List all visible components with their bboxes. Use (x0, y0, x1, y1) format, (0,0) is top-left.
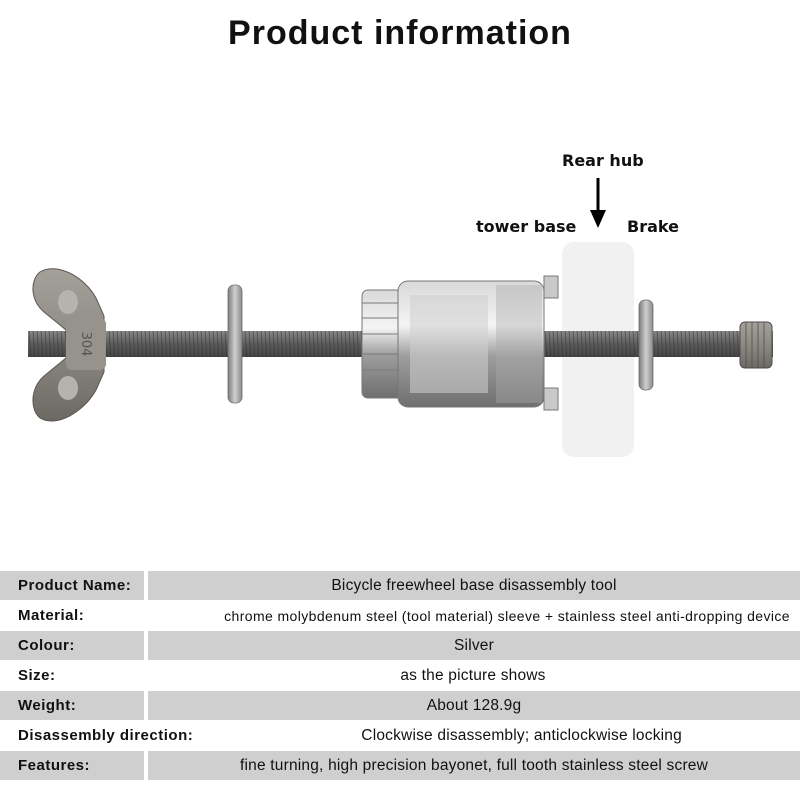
spec-value: About 128.9g (146, 691, 800, 720)
spec-value: as the picture shows (400, 666, 546, 684)
spec-value: fine turning, high precision bayonet, fu… (146, 751, 800, 780)
spec-row-material: Material: chrome molybdenum steel (tool … (0, 601, 800, 631)
spec-label: Disassembly direction: (18, 727, 194, 744)
page-title: Product information (228, 14, 572, 52)
spec-label: Features: (0, 751, 146, 780)
tower-base-tool (361, 275, 559, 411)
spec-row-colour: Colour: Silver (0, 631, 800, 661)
brake-label: Brake (627, 217, 679, 236)
down-arrow-icon (590, 178, 606, 228)
spec-row-disassembly-direction: Disassembly direction: Clockwise disasse… (0, 721, 800, 751)
spec-label: Size: (18, 667, 56, 684)
left-washer (227, 284, 243, 404)
product-illustration: 304 (28, 178, 773, 457)
socket-head-cap (739, 321, 773, 369)
spec-value: Clockwise disassembly; anticlockwise loc… (361, 726, 682, 744)
spec-row-weight: Weight: About 128.9g (0, 691, 800, 721)
spec-row-features: Features: fine turning, high precision b… (0, 751, 800, 781)
spec-label: Product Name: (0, 571, 146, 600)
spec-value: Bicycle freewheel base disassembly tool (146, 571, 800, 600)
spec-label: Material: (18, 607, 85, 624)
right-washer (638, 299, 654, 391)
wing-nut: 304 (32, 268, 106, 422)
wing-nut-marking: 304 (78, 332, 93, 357)
tower-base-label: tower base (476, 217, 577, 236)
spec-row-product-name: Product Name: Bicycle freewheel base dis… (0, 571, 800, 601)
spec-row-size: Size: as the picture shows (0, 661, 800, 691)
spec-label: Weight: (0, 691, 146, 720)
spec-value: chrome molybdenum steel (tool material) … (224, 607, 790, 624)
spec-label: Colour: (0, 631, 146, 660)
spec-table: Product Name: Bicycle freewheel base dis… (0, 571, 800, 781)
spec-value: Silver (146, 631, 800, 660)
rear-hub-label: Rear hub (562, 151, 644, 170)
